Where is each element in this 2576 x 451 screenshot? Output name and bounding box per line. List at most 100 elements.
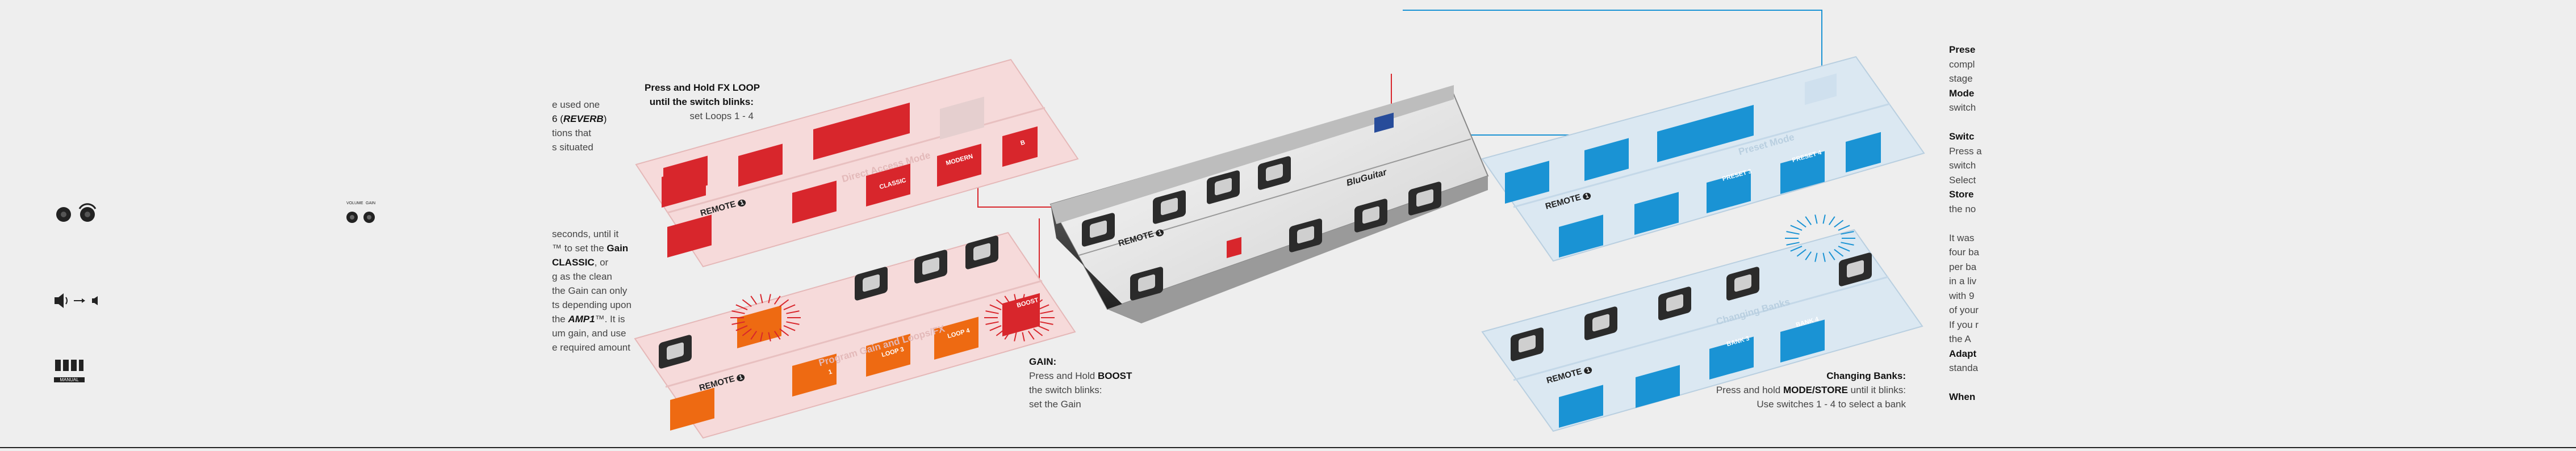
pad-orange [934,317,978,360]
pad-red-boost [1002,293,1040,336]
gain-caption-line3: set the Gain [1029,399,1081,410]
switch-icon [659,335,692,369]
right-text-line: the A [1949,334,1971,344]
pad-red-modern [937,144,981,187]
text-emph: CLASSIC [552,257,595,268]
pad-blue [1505,161,1549,204]
right-text-line: Store [1949,189,1974,200]
pad-blue [1559,214,1603,258]
banks-caption: Changing Banks: Press and hold MODE/STOR… [1704,369,1906,411]
device-switch [1082,213,1115,247]
text-line: tions that [552,128,591,138]
gain-caption-boost: BOOST [1097,370,1132,381]
device-switch [1258,156,1291,190]
pad-blue-bank4 [1780,319,1825,363]
pad-grey [940,96,984,140]
fx-loop-caption-line1: Press and Hold FX LOOP [645,82,760,93]
banks-caption-mode-store: MODE/STORE [1783,385,1848,395]
text-segment: the [552,314,568,324]
left-text-block-1: e used one 6 (REVERB) tions that s situa… [552,98,607,154]
pad-red [792,180,837,224]
switch-icon [1726,267,1759,301]
text-line: the Gain can only [552,284,632,298]
pad-orange [866,334,910,377]
bottom-rule [0,447,2576,448]
press-burst-blue [1785,214,1855,262]
reverb-emph: REVERB [563,113,604,124]
pad-blue-bank3 [1709,336,1754,380]
fx-loop-caption: Press and Hold FX LOOP until the switch … [645,81,760,123]
manual-badge: MANUAL [54,377,85,382]
speaker-volume-icon [55,293,98,308]
device-switch [1408,182,1441,216]
knob-pair-icon [56,203,97,222]
pad-orange-1 [737,305,781,348]
pad-red [667,214,712,258]
text-line: um gain, and use [552,326,632,340]
right-text-line [1949,376,1982,390]
text-segment: ™ to set the [552,243,607,254]
text-emph: Gain [607,243,629,254]
right-text-line: Mode [1949,87,1975,99]
gain-caption-line1: Press and Hold BOOST [1029,369,1132,383]
text-line: ™ to set the Gain [552,241,632,255]
text-line: seconds, until it [552,227,632,241]
fx-loop-caption-line3: set Loops 1 - 4 [689,111,754,121]
right-text-line: with 9 [1949,290,1975,301]
gain-caption-title: GAIN: [1029,356,1057,367]
gain-caption: GAIN: Press and Hold BOOST the switch bl… [1029,355,1132,411]
pad-blue [1636,365,1680,408]
text-line: the AMP1™. It is [552,312,632,326]
text-line: e used one [552,99,600,110]
pad-red-classic [866,163,910,206]
text-line: s situated [552,142,593,153]
pad-blue-preset3 [1707,170,1751,213]
volume-label: VOLUME [346,201,363,205]
device-blue-switch [1374,112,1394,133]
right-text-line [1949,216,1982,231]
right-text-line: Switc [1949,131,1975,142]
press-burst-boost [984,294,1055,342]
right-text-line: standa [1949,363,1979,373]
banks-caption-title: Changing Banks: [1826,370,1906,381]
text-segment: , or [594,257,609,268]
text-segment: the Gain can only [552,285,628,296]
switch-icon [855,267,888,301]
pad-red-wide [813,102,910,160]
switch-icon [1584,306,1617,340]
text-line: ts depending upon [552,298,632,312]
pad-red [738,144,783,187]
right-text-line [1949,115,1982,130]
fx-loop-caption-line2: until the switch blinks: [649,96,754,107]
text-segment: ™. It is [595,314,625,324]
banks-caption-line1-post: until it blinks: [1847,385,1906,395]
right-text-line: switch [1949,160,1976,171]
right-text-line: Select [1949,174,1976,186]
right-text-line: When [1949,391,1976,402]
gain-caption-line2: the switch blinks: [1029,385,1102,395]
pad-blue-wide [1657,104,1754,162]
device-red-led [1227,237,1241,258]
pad-red [662,165,706,208]
right-text-line: Press a [1949,145,1982,157]
right-text-line: of your [1949,305,1979,315]
blue-preset-panel [1481,56,1925,262]
text-segment: um gain, and use [552,328,626,339]
right-text-line: stage [1949,73,1973,84]
text-line: 6 (REVERB) [552,113,607,124]
pad-blue-preset4 [1780,151,1825,194]
pad-blue [1846,132,1881,172]
small-knobs-group: VOLUME GAIN [344,201,384,233]
text-line: g as the clean [552,269,632,284]
switches-icon [55,360,83,371]
text-line: e required amount [552,340,632,355]
blue-banks-panel [1481,229,1923,432]
right-text-line: compl [1949,58,1975,70]
text-segment: g as the clean [552,271,612,282]
right-text-line: the no [1949,203,1976,214]
device-switch [1289,218,1322,252]
right-text-line: in a liv [1949,276,1977,286]
device-switch [1130,267,1163,301]
